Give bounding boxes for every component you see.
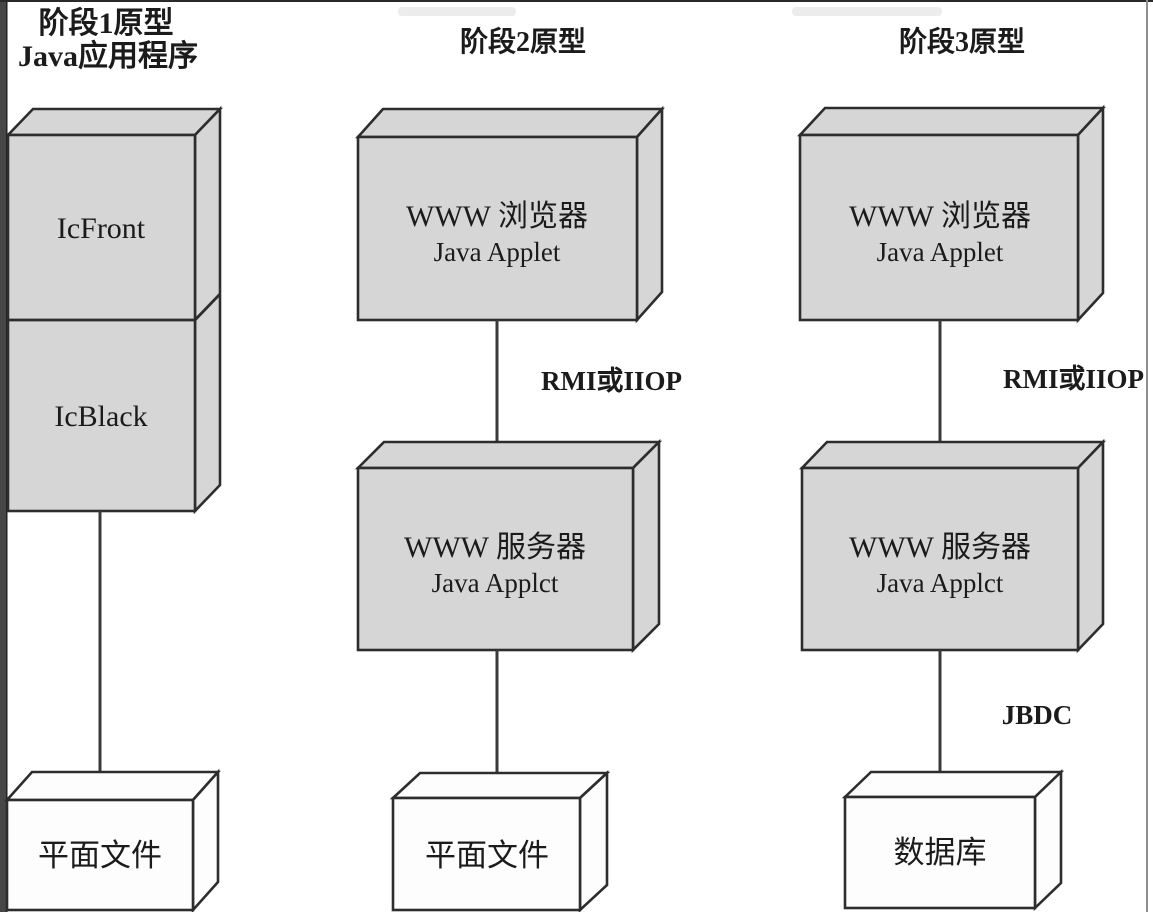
stage2-server-box-right-face	[631, 438, 661, 654]
stage3-rmi-iiop-label: RMI或IIOP	[1003, 364, 1144, 394]
stage2-column: 阶段2原型 WWW 浏览器 Java Applet RMI或IIOP WWW 服…	[354, 25, 682, 912]
stage3-browser-box-top-face	[797, 106, 1106, 137]
stage3-browser-box-front-face	[798, 133, 1080, 322]
stage3-browser-label-line1: WWW 浏览器	[849, 200, 1031, 233]
stage2-server-box-front-face	[356, 466, 635, 652]
stage3-column: 阶段3原型 WWW 浏览器 Java Applet RMI或IIOP WWW 服…	[797, 25, 1144, 912]
stage2-header: 阶段2原型	[460, 25, 586, 58]
stage2-flatfile-box: 平面文件	[389, 770, 611, 912]
stage1-flatfile-box: 平面文件	[4, 768, 221, 912]
stage1-flatfile-label: 平面文件	[38, 838, 162, 873]
stage3-browser-label-line2: Java Applet	[877, 237, 1004, 267]
stage3-database-label: 数据库	[894, 835, 987, 870]
stage2-browser-label-line1: WWW 浏览器	[406, 200, 588, 233]
stage3-database-box: 数据库	[841, 768, 1065, 912]
stage3-server-box: WWW 服务器 Java Applct	[798, 438, 1107, 654]
stage3-database-box-front-face	[843, 795, 1037, 910]
stage1-header-line2: Java应用程序	[18, 39, 198, 73]
bleedthrough-smudge	[398, 7, 516, 16]
stage1-header-line1: 阶段1原型	[39, 6, 174, 40]
stage3-server-box-front-face	[800, 466, 1080, 652]
stage2-browser-label-line2: Java Applet	[434, 237, 561, 267]
stage2-server-label-line1: WWW 服务器	[404, 531, 586, 564]
stage1-flatfile-box-top-face	[4, 770, 221, 802]
stage3-database-box-right-face	[1033, 768, 1063, 912]
stage2-flatfile-label: 平面文件	[425, 838, 549, 873]
stage3-server-box-top-face	[798, 440, 1107, 470]
stage2-browser-box-right-face	[635, 105, 664, 324]
stage1-application-box-right-face	[193, 105, 222, 515]
stage2-flatfile-box-right-face	[578, 770, 609, 912]
top-scan-line	[0, 0, 1153, 2]
stage2-rmi-iiop-label: RMI或IIOP	[541, 366, 682, 396]
left-scan-strip	[0, 0, 6, 912]
stage1-application-box-front-face	[6, 133, 197, 513]
stage1-application-box-top-face	[4, 107, 224, 137]
stage3-browser-box: WWW 浏览器 Java Applet	[797, 104, 1106, 324]
stage2-browser-box: WWW 浏览器 Java Applet	[355, 105, 665, 324]
stage3-server-box-right-face	[1076, 438, 1105, 654]
stage3-header: 阶段3原型	[899, 25, 1025, 58]
stage1-icfront-label: IcFront	[57, 212, 146, 245]
stage2-server-label-line2: Java Applct	[432, 568, 559, 598]
stage1-column: 阶段1原型 Java应用程序 IcFront IcBlack 平面文件	[4, 6, 224, 912]
stage2-browser-box-front-face	[356, 135, 639, 322]
stage2-server-box-top-face	[354, 440, 663, 470]
stage1-flatfile-box-front-face	[5, 798, 195, 912]
stage3-server-label-line2: Java Applct	[877, 568, 1004, 598]
stage3-database-box-top-face	[841, 770, 1065, 799]
bleedthrough-smudge	[792, 7, 942, 16]
stage3-jbdc-label: JBDC	[1002, 700, 1073, 730]
stage2-flatfile-box-top-face	[389, 771, 611, 800]
stage3-browser-box-right-face	[1076, 104, 1105, 324]
stage3-server-label-line1: WWW 服务器	[849, 531, 1031, 564]
stage1-application-box-divider-side	[193, 293, 222, 321]
stage2-flatfile-box-front-face	[391, 796, 582, 912]
right-scan-line	[1146, 0, 1148, 912]
stage1-icblack-label: IcBlack	[54, 400, 147, 433]
stage2-server-box: WWW 服务器 Java Applct	[354, 438, 663, 654]
stage1-application-box: IcFront IcBlack	[4, 105, 224, 515]
stage2-browser-box-top-face	[355, 107, 665, 139]
